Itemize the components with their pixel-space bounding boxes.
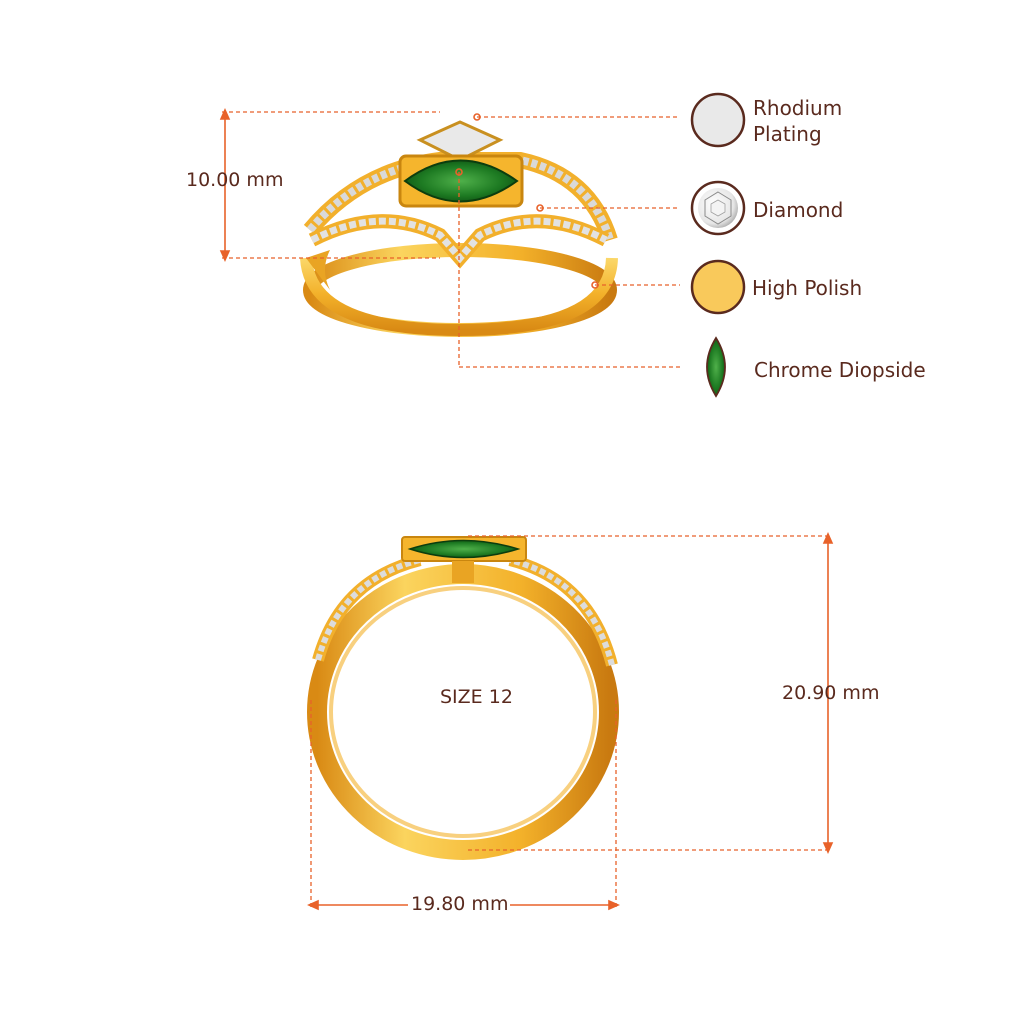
legend-swatches <box>690 92 746 398</box>
legend-label-high-polish: High Polish <box>752 276 863 300</box>
legend-label-line: Rhodium <box>753 96 843 120</box>
ring-size-label: SIZE 12 <box>440 686 513 708</box>
rhodium-plating-swatch-icon <box>690 92 746 148</box>
ring-width-label: 19.80 mm <box>411 893 509 915</box>
leader-lines <box>222 111 828 910</box>
legend-label-line: Plating <box>753 122 822 146</box>
dimension-arrows <box>219 108 834 911</box>
ring-height-label: 20.90 mm <box>782 682 880 704</box>
diamond-swatch-icon <box>690 180 746 236</box>
legend-label-chrome-diopside: Chrome Diopside <box>754 358 926 382</box>
side-ring-illustration <box>307 536 619 860</box>
legend-label-diamond: Diamond <box>753 198 844 222</box>
chrome-diopside-swatch-icon <box>706 336 726 398</box>
top-ring-illustration <box>300 120 618 337</box>
top-height-label: 10.00 mm <box>186 169 284 191</box>
high-polish-swatch-icon <box>690 259 746 315</box>
legend-label-rhodium-plating: Rhodium Plating <box>753 95 842 147</box>
